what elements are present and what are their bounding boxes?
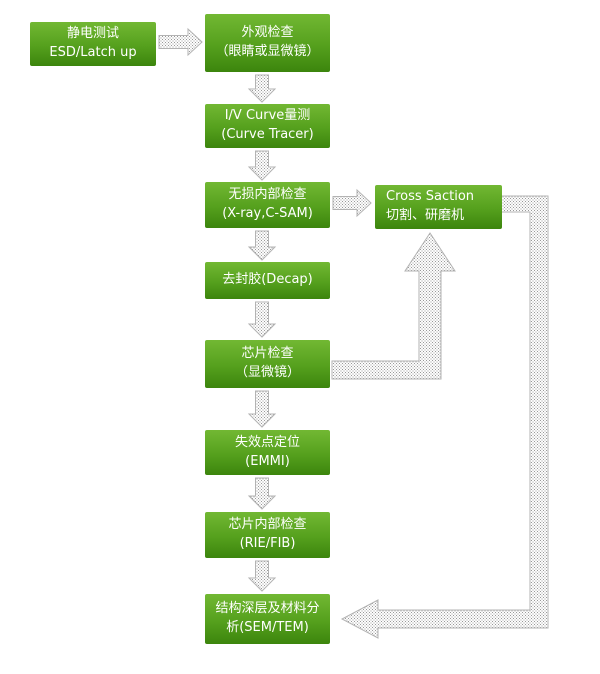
flow-box-die-inspection: 芯片检查 （显微镜） [205,340,330,388]
flow-box-sem-tem: 结构深层及材料分 析(SEM/TEM) [205,594,330,644]
arrow-visual-to-iv-icon [247,74,277,103]
flow-box-cross-section: Cross Saction 切割、研磨机 [375,185,502,229]
flow-box-nondestructive-inspection: 无损内部检查 (X-ray,C-SAM) [205,182,330,228]
flow-box-iv-curve: I/V Curve量测 (Curve Tracer) [205,104,330,148]
flow-box-decap: 去封胶(Decap) [205,262,330,299]
arrow-ndt-to-cross-icon [332,188,372,218]
arrow-ndt-to-decap-icon [247,230,277,261]
flow-box-esd: 静电测试 ESD/Latch up [30,22,156,66]
arrow-emmi-to-rie-icon [247,477,277,510]
arrow-rie-to-sem-icon [247,560,277,592]
flow-box-rie-fib: 芯片内部检查 (RIE/FIB) [205,512,330,558]
flow-box-visual-inspection: 外观检查 （眼睛或显微镜） [205,14,330,72]
arrow-iv-to-ndt-icon [247,150,277,181]
arrow-decap-to-die-icon [247,301,277,338]
flow-box-emmi: 失效点定位 (EMMI) [205,430,330,475]
connector-die-to-cross-up-arrow-icon [331,232,456,380]
arrow-esd-to-visual-icon [158,27,203,57]
arrow-die-to-emmi-icon [247,390,277,428]
connector-cross-to-sem-left-arrow-icon [340,195,549,639]
